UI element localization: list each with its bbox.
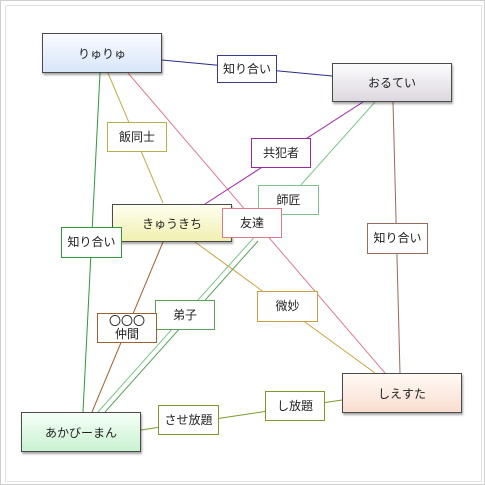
node-kyuukichi[interactable]: きゅうきち	[112, 204, 232, 242]
edge-label-akabiman-shiesuta-2[interactable]: させ放題	[158, 405, 219, 435]
edge-label-text: 知り合い	[373, 231, 422, 245]
edge-label-text: 微妙	[275, 299, 300, 313]
node-akabiman[interactable]: あかびーまん	[21, 412, 141, 452]
edge-label-text: 友達	[239, 215, 264, 230]
edge-label-orutei-kyuukichi[interactable]: 共犯者	[251, 138, 311, 168]
edge-label-ryuryu-kyuukichi[interactable]: 飯同士	[107, 122, 167, 152]
edge-label-text: 師匠	[276, 192, 301, 207]
edge-label-akabiman-shiesuta-1[interactable]: 弟子	[155, 300, 215, 330]
edge-label-text: 共犯者	[262, 145, 299, 160]
node-kyuukichi-label: きゅうきち	[141, 216, 202, 231]
node-akabiman-label: あかびーまん	[44, 425, 117, 440]
edge-label-ryuryu-orutei[interactable]: 知り合い	[217, 55, 277, 83]
edge-label-orutei-shiesuta[interactable]: 知り合い	[367, 223, 428, 254]
edge-label-text: 〇〇〇仲間	[108, 314, 145, 341]
node-orutei[interactable]: おるてい	[332, 63, 452, 102]
edge-label-text: し放題	[276, 398, 313, 413]
edge-label-text: させ放題	[164, 412, 213, 427]
diagram-canvas	[5, 5, 482, 482]
edge-label-kyuukichi-shiesuta[interactable]: 微妙	[257, 291, 318, 322]
edge-orutei-akabiman	[97, 101, 376, 413]
node-ryuryu[interactable]: りゅりゅ	[42, 33, 162, 73]
edge-label-ryuryu-shiesuta[interactable]: 友達	[222, 208, 282, 238]
edge-label-kyuukichi-akabiman[interactable]: 〇〇〇仲間	[97, 313, 157, 343]
edge-label-ryuryu-akabiman[interactable]: 知り合い	[61, 227, 122, 258]
edge-label-text: 知り合い	[67, 235, 116, 249]
node-shiesuta[interactable]: しえすた	[342, 373, 462, 413]
node-ryuryu-label: りゅりゅ	[77, 46, 126, 61]
edge-label-text: 飯同士	[118, 129, 155, 144]
edge-label-shiesuta-akabiman[interactable]: し放題	[265, 391, 325, 421]
edge-label-text: 弟子	[172, 307, 197, 322]
edge-label-text: 知り合い	[222, 61, 271, 76]
node-shiesuta-label: しえすた	[377, 386, 426, 401]
node-orutei-label: おるてい	[367, 76, 416, 90]
